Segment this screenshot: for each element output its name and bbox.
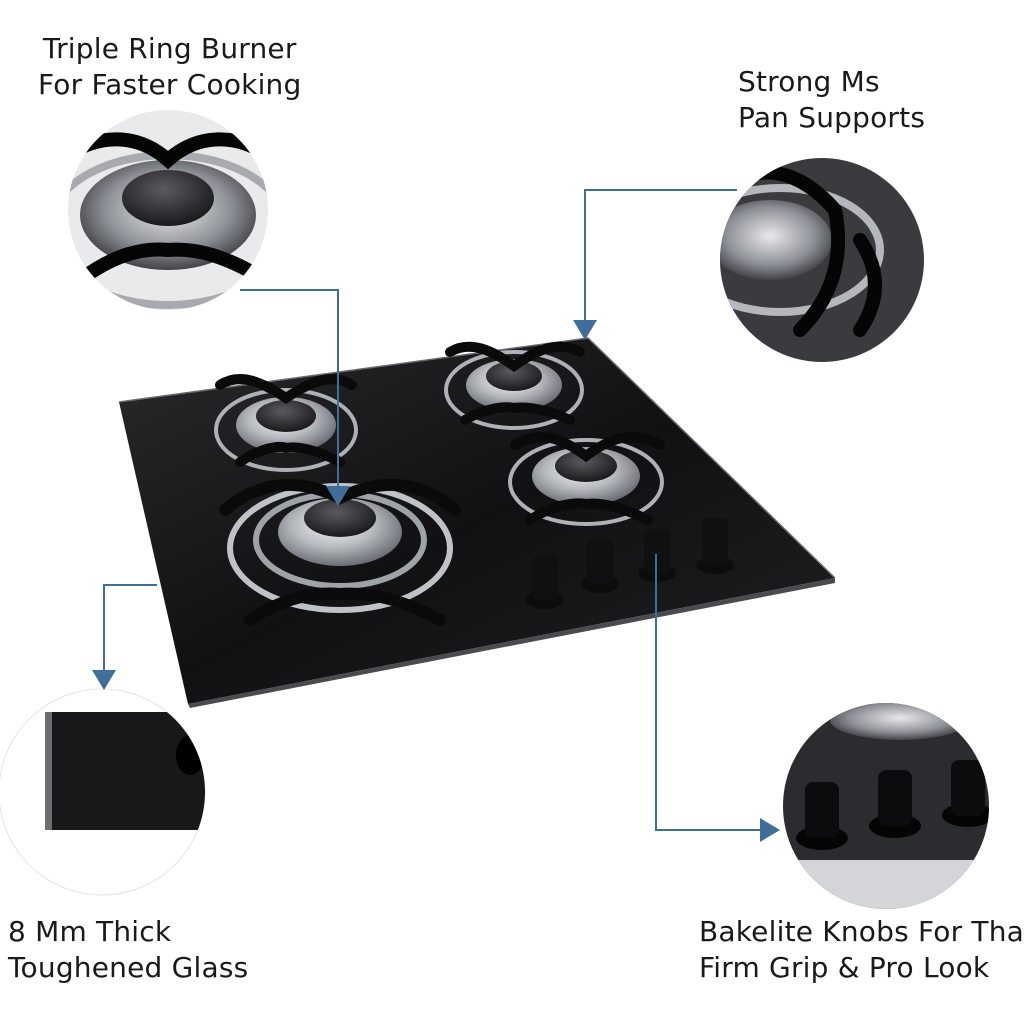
burner-top-right [444,341,585,430]
zoom-knob-1 [796,782,848,850]
glass-edge [188,578,835,708]
callout-pan-supports: Strong Ms Pan Supports [738,64,925,136]
burner-bottom-right [508,432,665,526]
knob-1 [526,556,564,609]
burner-bottom-left-triple-ring [219,478,461,626]
callout-arrows [92,320,780,842]
callout-bakelite-knobs: Bakelite Knobs For That Firm Grip & Pro … [699,914,1024,986]
callout-line-triple-ring [240,289,339,488]
zoom-toughened-glass [0,688,206,896]
callout-line2: Firm Grip & Pro Look [699,951,990,984]
callout-line1: Bakelite Knobs For That [699,915,1024,948]
arrow-down-icon [92,670,116,690]
arrow-down-icon [326,486,350,506]
zoom-bakelite-knobs [783,703,989,909]
callout-line1: Triple Ring Burner [42,32,297,65]
callout-line2: Pan Supports [738,101,926,134]
callout-lines [103,189,765,831]
knob-2 [581,540,619,593]
zoom-pan-supports [720,158,924,362]
knob-4 [696,518,734,574]
callout-toughened-glass: 8 Mm Thick Toughened Glass [8,914,248,986]
zoom-knob-3 [942,760,989,827]
callout-line-glass [103,584,157,672]
burner-top-left [214,374,358,472]
zoom-knob-2 [869,770,921,838]
callout-line1: Strong Ms [738,65,880,98]
callout-line-knobs [655,554,765,831]
zoom-triple-ring-burner [68,110,268,310]
callout-line2: For Faster Cooking [38,68,302,101]
control-knobs [526,518,734,609]
callout-line2: Toughened Glass [8,951,249,984]
callout-triple-ring-burner: Triple Ring Burner For Faster Cooking [38,31,301,103]
arrow-down-icon [573,320,597,340]
callout-line-pan-supports [584,189,737,322]
arrow-right-icon [760,818,780,842]
callout-line1: 8 Mm Thick [8,915,172,948]
